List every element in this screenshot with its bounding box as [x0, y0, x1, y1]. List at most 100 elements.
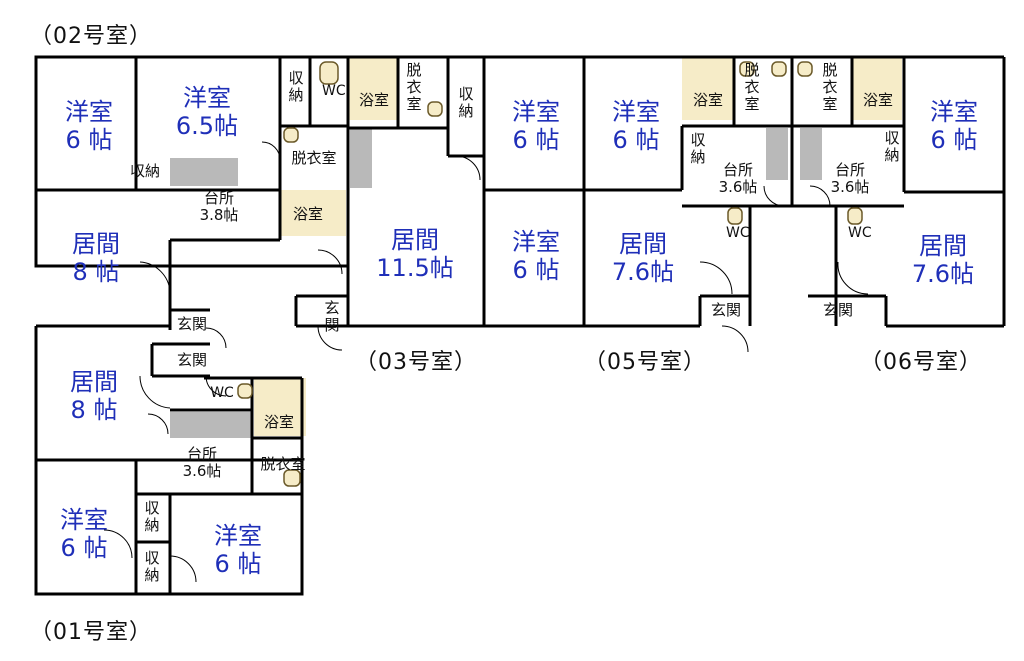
kitchen-name: 台所 — [834, 161, 865, 179]
room-size: 6.5帖 — [175, 112, 239, 140]
toilet-icon — [739, 61, 755, 77]
door-swing — [103, 529, 133, 559]
entrance-label: 玄関 — [176, 351, 207, 369]
room-size: 6 帖 — [60, 534, 108, 562]
door-swing — [317, 249, 343, 275]
kitchen-size: 3.6帖 — [718, 178, 758, 196]
room-name: 洋室 — [930, 98, 978, 126]
entrance-char: 関 — [324, 316, 340, 334]
room-size: 6 帖 — [65, 126, 113, 154]
entrance-label: 玄関 — [710, 301, 741, 319]
dressing-char: 室 — [822, 95, 838, 113]
kitchen-name: 台所 — [722, 161, 753, 179]
wc-char: C — [335, 83, 346, 99]
room-size: 6 帖 — [612, 126, 660, 154]
door-swing — [205, 375, 227, 397]
storage-label: 収納 — [140, 500, 164, 534]
room-size: 7.6帖 — [911, 260, 975, 288]
storage-char: 納 — [458, 102, 474, 120]
storage-char: 納 — [884, 146, 900, 164]
bathroom-label: 浴室 — [692, 91, 723, 109]
storage-label: 収納 — [686, 132, 710, 166]
bathroom-label: 浴室 — [862, 91, 893, 109]
dressing-char: 脱 — [744, 61, 760, 79]
room-name: 居間 — [70, 368, 118, 396]
bathtub-area-03 — [348, 58, 398, 120]
dressing-room-label: 脱衣室 — [818, 62, 842, 113]
bathroom-label: 浴室 — [292, 205, 323, 223]
storage-char: 納 — [288, 86, 304, 104]
room-name: 洋室 — [512, 228, 560, 256]
room-name: 洋室 — [512, 98, 560, 126]
toilet-icon — [283, 469, 301, 487]
door-swing — [139, 375, 171, 409]
storage-label: 収納 — [880, 130, 904, 164]
storage-label: 収納 — [454, 86, 478, 120]
dressing-room-label: 脱衣室 — [291, 149, 337, 167]
room-name: 洋室 — [612, 98, 660, 126]
toilet-icon — [727, 207, 743, 225]
dressing-room-label: 脱衣室 — [260, 455, 306, 473]
room-size: 6 帖 — [512, 126, 560, 154]
wc-char: C — [739, 225, 750, 241]
door-swing — [809, 185, 831, 207]
room-name: 洋室 — [60, 506, 108, 534]
unit-label-06: （06号室） — [860, 350, 982, 375]
toilet-icon — [771, 61, 787, 77]
room-size: 6 帖 — [930, 126, 978, 154]
door-swing — [837, 261, 869, 295]
wc-char: W — [726, 225, 740, 241]
entrance-label: 玄関 — [822, 301, 853, 319]
storage-char: 収 — [144, 499, 160, 517]
toilet-icon — [847, 207, 863, 225]
storage-char: 収 — [884, 129, 900, 147]
door-swing — [455, 155, 481, 181]
storage-label: 収納 — [140, 550, 164, 584]
toilet-icon — [427, 101, 443, 117]
unit-label-03: （03号室） — [355, 350, 477, 375]
kitchen-name: 台所 — [186, 445, 217, 463]
kitchen-size: 3.6帖 — [830, 178, 870, 196]
room-name: 洋室 — [183, 84, 231, 112]
toilet-icon — [237, 383, 253, 399]
door-swing — [205, 327, 227, 349]
storage-char: 納 — [144, 516, 160, 534]
bathtub-area-05 — [682, 58, 734, 120]
room-name: 居間 — [619, 230, 667, 258]
wc-char: W — [322, 83, 336, 99]
dressing-char: 衣 — [406, 78, 422, 96]
room-size: 7.6帖 — [611, 258, 675, 286]
door-swing — [317, 325, 343, 351]
kitchen-counter-05 — [766, 128, 788, 180]
unit-label-02: （02号室） — [30, 24, 152, 49]
door-swing — [169, 555, 197, 583]
storage-char: 収 — [288, 69, 304, 87]
wc-char: C — [861, 225, 872, 241]
entrance-label: 玄関 — [320, 300, 344, 334]
wc-label: WC — [322, 83, 346, 99]
unit-label-05: （05号室） — [584, 350, 706, 375]
storage-char: 収 — [690, 131, 706, 149]
storage-label: 収納 — [284, 70, 308, 104]
room-size: 6 帖 — [512, 256, 560, 284]
entrance-char: 玄 — [324, 299, 340, 317]
kitchen-counter-06 — [800, 128, 822, 180]
kitchen-counter-01 — [170, 412, 252, 438]
bathroom-label: 浴室 — [358, 91, 389, 109]
kitchen-counter-03 — [350, 128, 372, 188]
door-swing — [261, 141, 281, 161]
bathroom-label: 浴室 — [263, 413, 294, 431]
